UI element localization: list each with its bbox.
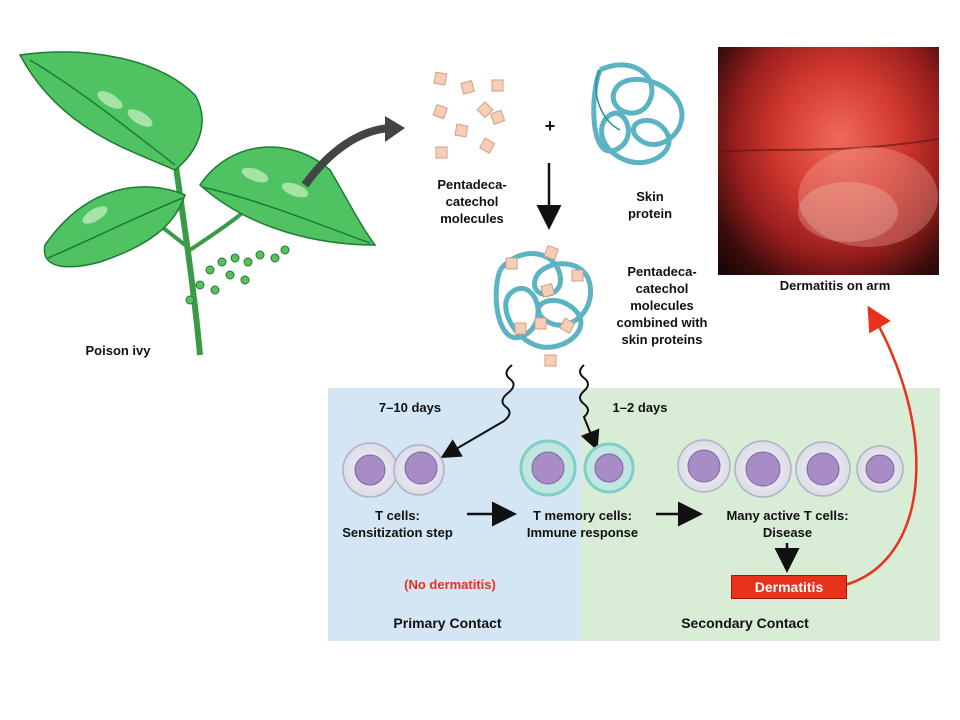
primary-contact-label: Primary Contact xyxy=(393,615,502,631)
red-arrow-to-photo xyxy=(844,305,918,587)
wavy-arrow-primary xyxy=(440,364,515,459)
combined-molecule-tangle xyxy=(493,244,593,367)
plus-sign: + xyxy=(544,116,556,136)
poison-ivy-plant xyxy=(18,51,377,356)
photo-caption: Dermatitis on arm xyxy=(779,278,891,293)
molecule-squares xyxy=(432,71,506,159)
rash-texture xyxy=(718,138,939,247)
memory-t-cells xyxy=(519,439,635,497)
secondary-contact-label: Secondary Contact xyxy=(681,615,809,631)
t-memory-label: T memory cells: Immune response xyxy=(526,508,639,540)
skin-protein-tangle xyxy=(591,62,685,166)
molecules-label: Pentadeca- catechol molecules xyxy=(437,177,507,226)
dermatitis-label: Dermatitis xyxy=(731,575,847,599)
plant-to-molecule-arrow xyxy=(301,124,391,188)
plant-to-molecule-arrowhead xyxy=(385,116,405,142)
t-cells-label: T cells: Sensitization step xyxy=(342,508,453,540)
days-primary-label: 7–10 days xyxy=(378,400,442,415)
combined-label: Pentadeca- catechol molecules combined w… xyxy=(616,264,708,347)
days-secondary-label: 1–2 days xyxy=(612,400,668,415)
poison-ivy-label: Poison ivy xyxy=(85,343,151,358)
primary-contact-panel xyxy=(328,388,581,641)
wavy-arrow-secondary xyxy=(579,364,600,451)
skin-protein-label: Skin protein xyxy=(627,189,673,221)
active-t-cells xyxy=(677,439,904,498)
dermatitis-photo xyxy=(718,47,939,275)
active-t-label: Many active T cells: Disease xyxy=(726,508,849,540)
no-dermatitis-label: (No dermatitis) xyxy=(404,577,496,592)
naive-t-cells xyxy=(342,442,445,498)
